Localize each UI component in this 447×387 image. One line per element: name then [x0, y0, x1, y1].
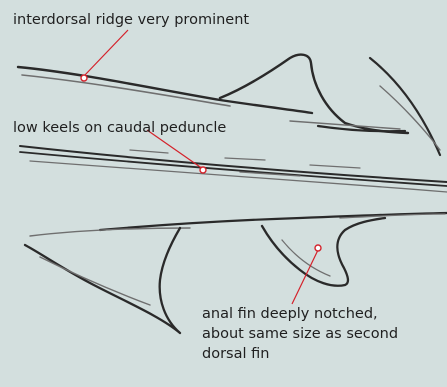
ventral-inner-stroke	[30, 228, 190, 236]
marker-anal-fin	[315, 245, 321, 251]
leader-interdorsal-ridge	[84, 30, 128, 76]
pelvic-fin	[25, 228, 180, 333]
keel-middle-line	[20, 152, 447, 186]
caudal-peduncle	[20, 146, 447, 192]
keel-dash-2	[225, 158, 265, 160]
marker-interdorsal-ridge	[81, 75, 87, 81]
annotation-anal-fin-line-2: about same size as second	[202, 324, 398, 344]
annotation-anal-fin-line-3: dorsal fin	[202, 344, 398, 364]
annotation-caudal-keels: low keels on caudal peduncle	[13, 118, 226, 138]
annotation-interdorsal-ridge: interdorsal ridge very prominent	[13, 10, 249, 30]
keel-dash-3	[310, 165, 360, 168]
marker-caudal-keels	[200, 167, 206, 173]
caudal-upper-margin	[370, 58, 440, 155]
interdorsal-ridge-line	[22, 75, 230, 106]
anal-fin-inner-stroke	[282, 240, 330, 276]
caudal-inner-stroke	[380, 86, 440, 150]
keel-lower-line	[30, 161, 447, 192]
annotation-anal-fin: anal fin deeply notched, about same size…	[202, 304, 398, 364]
leader-anal-fin	[292, 250, 318, 304]
caudal-fin-upper-lobe	[370, 58, 440, 155]
annotation-anal-fin-line-1: anal fin deeply notched,	[202, 304, 398, 324]
anal-fin	[262, 218, 385, 286]
keel-dash-1	[130, 150, 168, 153]
